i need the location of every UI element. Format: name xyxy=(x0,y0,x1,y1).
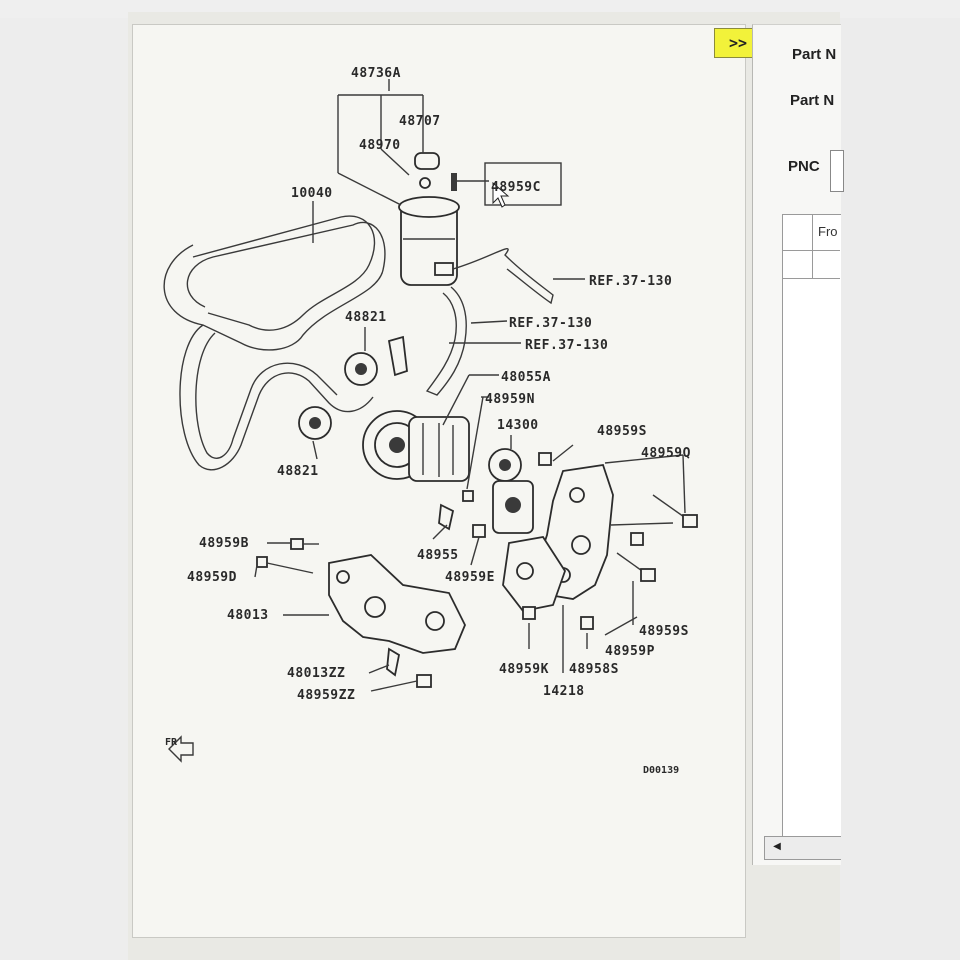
clip-48013ZZ xyxy=(386,647,401,677)
drive-belt-inner xyxy=(192,215,376,331)
drive-belt xyxy=(163,221,386,351)
table-column-divider xyxy=(812,214,813,278)
bolt-48959K xyxy=(522,606,536,620)
belt-tensioner xyxy=(488,448,534,534)
pnc-input[interactable] xyxy=(830,150,844,192)
monitor-bezel-left xyxy=(0,0,128,960)
mouse-cursor-icon xyxy=(492,181,510,208)
drive-belt-lower xyxy=(179,324,374,471)
clip-48955 xyxy=(438,503,455,531)
part-name-label: Part N xyxy=(792,46,837,63)
label-48736A[interactable]: 48736A xyxy=(351,66,401,81)
label-ref-3[interactable]: REF.37-130 xyxy=(525,338,608,353)
tensioner-base xyxy=(502,536,566,612)
bolt-48959N xyxy=(462,490,474,502)
label-48955[interactable]: 48955 xyxy=(417,548,459,563)
power-steering-pump xyxy=(362,410,470,482)
bolt-48959S-right xyxy=(616,552,656,582)
bolt-48959P xyxy=(630,532,644,546)
drive-belt-lower-inner xyxy=(195,332,338,459)
reservoir-tank xyxy=(398,152,460,286)
bolt-48959B xyxy=(290,538,319,550)
label-48821-lower[interactable]: 48821 xyxy=(277,464,319,479)
label-fr: FR xyxy=(165,737,178,748)
leader-lines xyxy=(254,79,686,692)
pump-bracket xyxy=(328,554,466,654)
label-48958S[interactable]: 48958S xyxy=(569,662,619,677)
label-48055A[interactable]: 48055A xyxy=(501,370,551,385)
label-48013ZZ[interactable]: 48013ZZ xyxy=(287,666,345,681)
label-ref-2[interactable]: REF.37-130 xyxy=(509,316,592,331)
label-48959D[interactable]: 48959D xyxy=(187,570,237,585)
parts-table-header xyxy=(782,214,840,251)
monitor-bezel-right xyxy=(840,0,960,960)
label-48707[interactable]: 48707 xyxy=(399,114,441,129)
label-48959C[interactable]: 48959C xyxy=(491,180,541,195)
pressure-hose xyxy=(425,286,467,396)
bracket-48821 xyxy=(387,335,408,377)
label-48821-upper[interactable]: 48821 xyxy=(345,310,387,325)
bolt-48959Q xyxy=(652,494,698,528)
bolt-48959ZZ xyxy=(416,674,432,688)
label-48959B[interactable]: 48959B xyxy=(199,536,249,551)
label-10040[interactable]: 10040 xyxy=(291,186,333,201)
horizontal-scrollbar[interactable] xyxy=(764,836,841,860)
bolt-48959D xyxy=(256,556,314,574)
label-48959K[interactable]: 48959K xyxy=(499,662,549,677)
part-number-label: Part N xyxy=(790,92,835,109)
label-48959S-right[interactable]: 48959S xyxy=(639,624,689,639)
label-48959E[interactable]: 48959E xyxy=(445,570,495,585)
parts-diagram: 48736A 48707 48970 48959C 10040 REF.37-1… xyxy=(163,66,698,776)
bolt-48958S xyxy=(580,616,594,630)
return-hose xyxy=(452,248,554,305)
label-14300[interactable]: 14300 xyxy=(497,418,539,433)
bolt-48959E xyxy=(472,524,486,538)
front-arrow-icon xyxy=(168,735,194,763)
label-ref-1[interactable]: REF.37-130 xyxy=(589,274,672,289)
table-row[interactable] xyxy=(782,250,840,279)
idler-pulley-upper xyxy=(344,352,378,386)
label-48959N[interactable]: 48959N xyxy=(485,392,535,407)
scroll-left-icon[interactable]: ◀ xyxy=(773,841,781,852)
label-48959Q[interactable]: 48959Q xyxy=(641,446,691,461)
label-14218[interactable]: 14218 xyxy=(543,684,585,699)
label-48013[interactable]: 48013 xyxy=(227,608,269,623)
parts-table xyxy=(782,214,841,860)
idler-pulley-lower xyxy=(298,406,332,440)
label-48959S-top[interactable]: 48959S xyxy=(597,424,647,439)
diagram-code: D00139 xyxy=(643,765,679,776)
parts-diagram-panel: 48736A 48707 48970 48959C 10040 REF.37-1… xyxy=(132,24,746,938)
bolt-48959S-top xyxy=(538,452,552,466)
table-column-from[interactable]: Fro xyxy=(818,224,838,239)
pnc-label: PNC xyxy=(788,158,820,175)
label-48959ZZ[interactable]: 48959ZZ xyxy=(297,688,355,703)
label-48970[interactable]: 48970 xyxy=(359,138,401,153)
label-48959P[interactable]: 48959P xyxy=(605,644,655,659)
